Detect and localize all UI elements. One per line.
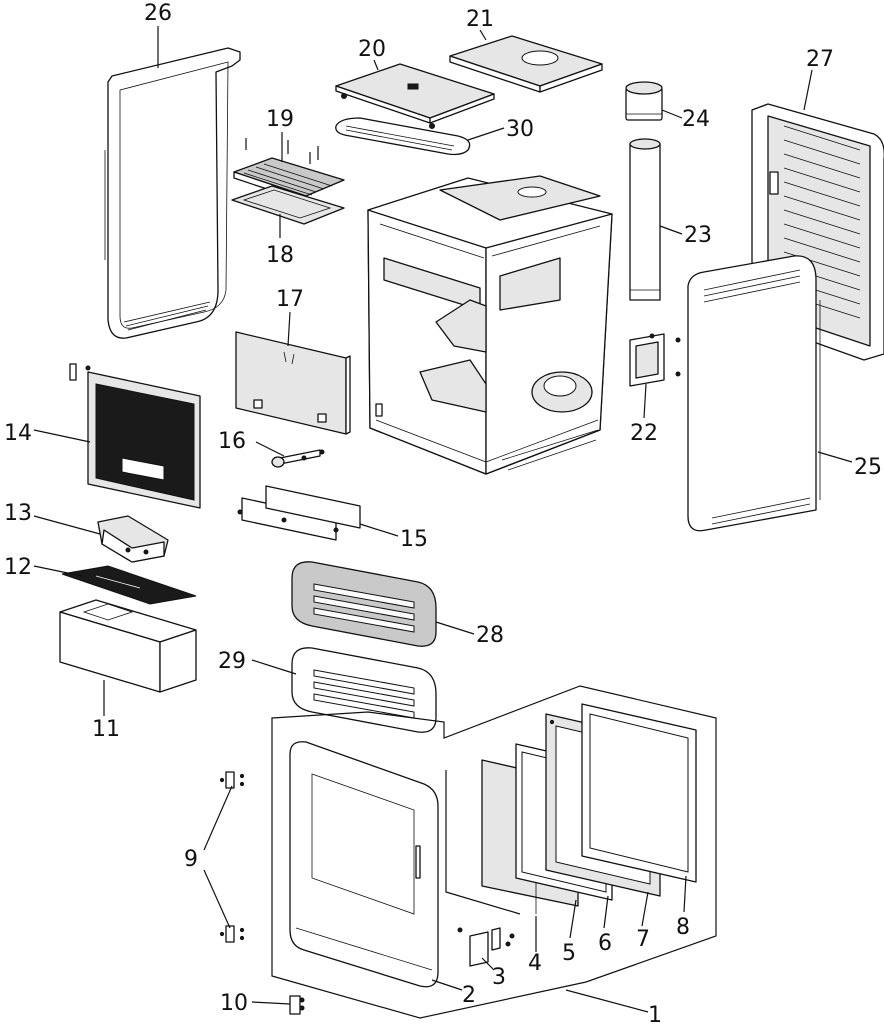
label-22: 22 <box>630 421 658 446</box>
label-30: 30 <box>506 117 534 142</box>
label-15: 15 <box>400 527 428 552</box>
label-20: 20 <box>358 37 386 62</box>
label-4: 4 <box>528 951 542 976</box>
stove-main-body <box>367 175 613 475</box>
label-25: 25 <box>854 455 882 480</box>
label-18: 18 <box>266 243 294 268</box>
label-2: 2 <box>462 983 476 1008</box>
part-25-side-panel <box>687 255 821 532</box>
label-26: 26 <box>144 1 172 26</box>
label-8: 8 <box>676 915 690 940</box>
part-23-flue-pipe <box>629 138 661 301</box>
part-22-flange <box>629 333 681 387</box>
door-assembly-outline <box>271 685 717 1019</box>
part-17-inner-panel <box>235 331 351 435</box>
part-10-latch <box>289 995 305 1015</box>
label-11: 11 <box>92 717 120 742</box>
part-21-top-plate <box>449 35 603 93</box>
leader-lines <box>33 26 853 1013</box>
label-29: 29 <box>218 649 246 674</box>
label-1: 1 <box>648 1003 662 1024</box>
part-13-tray <box>97 515 169 563</box>
part-12-grate <box>61 565 197 605</box>
label-21: 21 <box>466 7 494 32</box>
label-24: 24 <box>682 107 710 132</box>
label-13: 13 <box>4 501 32 526</box>
label-6: 6 <box>598 931 612 956</box>
label-10: 10 <box>220 991 248 1016</box>
part-29-cover <box>291 647 437 733</box>
label-17: 17 <box>276 287 304 312</box>
label-19: 19 <box>266 107 294 132</box>
part-30-gasket <box>335 117 471 156</box>
label-28: 28 <box>476 623 504 648</box>
part-14-front-grille <box>69 363 201 509</box>
label-14: 14 <box>4 421 32 446</box>
part-9-hinge-clips <box>219 771 245 943</box>
part-11-ash-box <box>59 599 197 693</box>
label-27: 27 <box>806 47 834 72</box>
part-28-cover <box>291 561 437 647</box>
label-9: 9 <box>184 847 198 872</box>
label-12: 12 <box>4 555 32 580</box>
part-24-flue-collar <box>625 81 663 121</box>
part-18-plate <box>231 185 345 225</box>
part-labels: 1 2 3 4 5 6 7 8 9 10 11 12 13 14 15 16 1… <box>4 1 882 1028</box>
label-16: 16 <box>218 429 246 454</box>
part-2-door <box>289 741 439 988</box>
label-5: 5 <box>562 941 576 966</box>
part-16-shaft <box>271 449 325 468</box>
part-15-plates <box>237 485 361 541</box>
part-20-top-lid <box>335 63 495 129</box>
label-23: 23 <box>684 223 712 248</box>
part-8-outer-frame <box>581 703 697 883</box>
label-3: 3 <box>492 965 506 990</box>
part-26-side-frame <box>104 47 241 339</box>
label-7: 7 <box>636 927 650 952</box>
part-3-hinge <box>457 927 515 967</box>
